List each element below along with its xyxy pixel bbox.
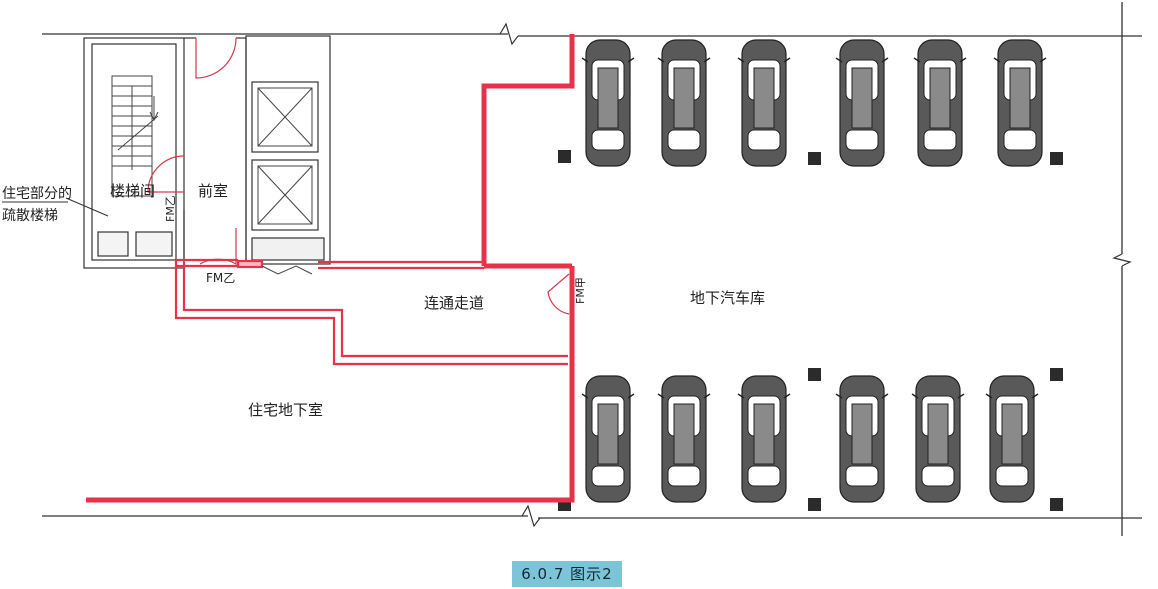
leader-line (65, 197, 109, 217)
column-set (558, 150, 1063, 511)
car-icon (657, 39, 711, 167)
label-residential-stair-1: 住宅部分的 (2, 186, 72, 202)
column-icon (808, 368, 821, 381)
stair-icon (111, 75, 159, 197)
label-residential-basement: 住宅地下室 (248, 401, 323, 419)
car-icon (581, 39, 635, 167)
column-icon (1050, 498, 1063, 511)
column-icon (558, 150, 571, 163)
elevator-icon (257, 87, 313, 225)
anteroom-walls (183, 35, 331, 266)
car-icon (993, 39, 1047, 167)
car-icon (985, 375, 1039, 503)
label-door-fm-b-horizontal: FM乙 (206, 271, 235, 285)
parking-row-top (581, 39, 1047, 167)
label-corridor: 连通走道 (424, 294, 484, 312)
column-icon (808, 498, 821, 511)
car-icon (911, 375, 965, 503)
label-door-fm-a: FM甲 (574, 277, 587, 304)
stair-shaft (83, 37, 185, 269)
label-door-fm-b-vertical: FM乙 (164, 195, 177, 222)
label-stair-hall: 楼梯间 (110, 182, 155, 200)
car-icon (737, 375, 791, 503)
figure-caption: 6.0.7 图示2 (512, 561, 622, 587)
car-icon (737, 39, 791, 167)
label-garage: 地下汽车库 (690, 289, 765, 307)
car-icon (835, 375, 889, 503)
car-icon (913, 39, 967, 167)
column-icon (1050, 368, 1063, 381)
fire-wall (86, 34, 575, 503)
outer-walls (42, 2, 1142, 536)
car-icon (835, 39, 889, 167)
car-icon (581, 375, 635, 503)
column-icon (1050, 152, 1063, 165)
corridor-door (261, 265, 313, 275)
car-icon (657, 375, 711, 503)
break-line-icon (499, 22, 1132, 528)
label-residential-stair-2: 疏散楼梯 (2, 208, 58, 224)
label-anteroom: 前室 (198, 182, 228, 200)
parking-row-bottom (581, 375, 1039, 503)
column-icon (808, 152, 821, 165)
